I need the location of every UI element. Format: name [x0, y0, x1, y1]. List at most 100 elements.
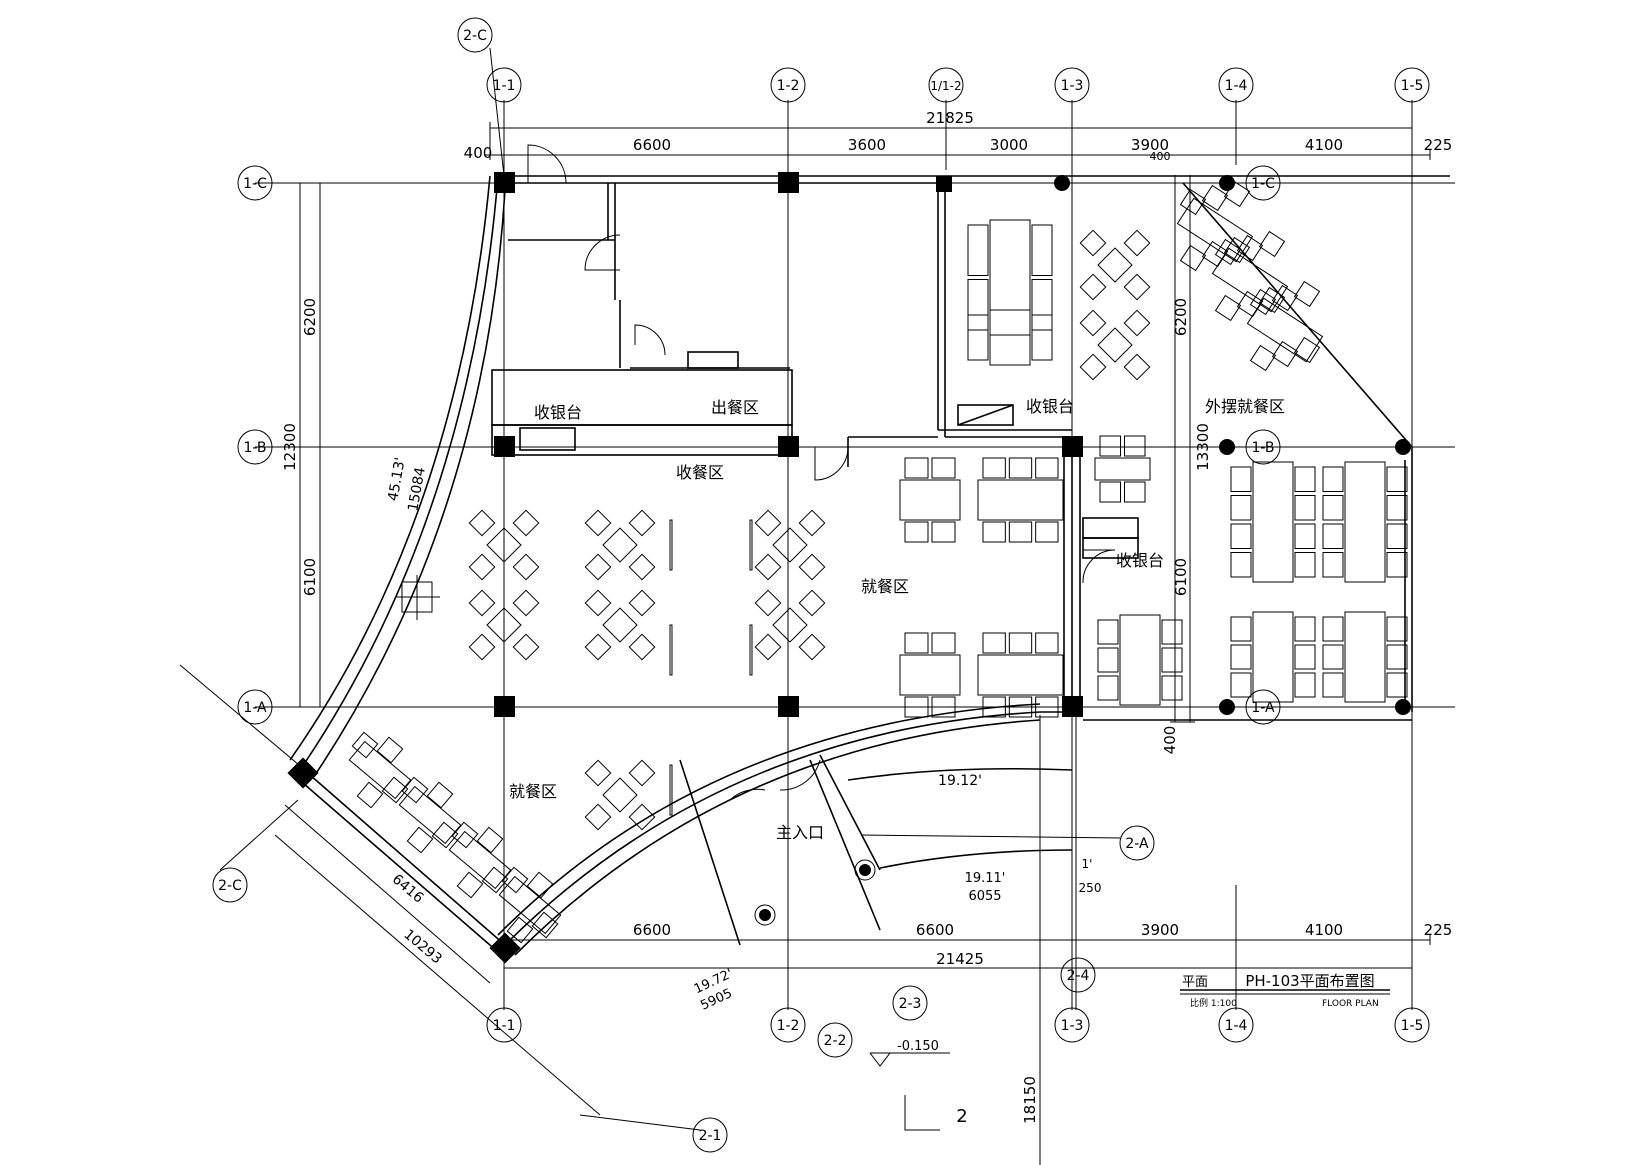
- grid-bottom-2-2: 2-2: [824, 1033, 847, 1049]
- dim-top-span-1: 6600: [633, 136, 671, 154]
- furniture-piece: [772, 607, 808, 643]
- room-cashier: 收银台: [534, 403, 582, 422]
- furniture-piece: [628, 633, 656, 661]
- room-collect: 收餐区: [676, 463, 724, 482]
- furniture-piece: [381, 776, 409, 804]
- furniture-piece: [669, 764, 673, 816]
- furniture-piece: [1035, 521, 1059, 543]
- furniture-piece: [426, 781, 454, 809]
- dim-height: 18150: [1021, 1076, 1039, 1124]
- furniture-piece: [669, 624, 673, 676]
- furniture-piece: [798, 589, 826, 617]
- furniture-piece: [904, 457, 929, 479]
- dim-arc-outer-angle: 45.13': [385, 456, 408, 502]
- furniture-piece: [1386, 523, 1408, 549]
- furniture-piece: [1249, 288, 1277, 316]
- furniture-piece: [584, 553, 612, 581]
- furniture-piece: [476, 826, 504, 854]
- furniture-piece: [982, 696, 1006, 718]
- furniture-piece: [512, 589, 540, 617]
- furniture-piece: [754, 509, 782, 537]
- furniture-piece: [628, 589, 656, 617]
- furniture-piece: [1161, 675, 1183, 701]
- dimension-lines: [219, 122, 1431, 1131]
- furniture-piece: [977, 654, 1064, 696]
- furniture-piece: [798, 633, 826, 661]
- room-dining-main: 就餐区: [861, 577, 909, 596]
- furniture-piece: [982, 521, 1006, 543]
- furniture-piece: [1035, 696, 1059, 718]
- furniture-piece: [1230, 466, 1252, 492]
- dim-diag-1: 6416: [389, 871, 427, 906]
- furniture-piece: [1008, 632, 1033, 654]
- furniture-piece: [1099, 481, 1121, 503]
- dim-top-total: 21825: [926, 109, 974, 127]
- furniture-piece: [1223, 180, 1251, 208]
- furniture-piece: [398, 785, 462, 845]
- furniture-piece: [1322, 495, 1344, 521]
- dim-top-right-offset: 225: [1424, 136, 1453, 154]
- grid-bottom-1-3: 1-3: [1061, 1018, 1084, 1034]
- furniture-piece: [431, 821, 459, 849]
- furniture-piece: [1035, 632, 1059, 654]
- grid-top-2c: 2-C: [463, 28, 487, 44]
- furniture-piece: [1161, 619, 1183, 645]
- furniture-piece: [1386, 466, 1408, 492]
- dim-arc-outer-len: 15084: [405, 466, 429, 513]
- walls: [289, 175, 1450, 956]
- furniture-piece: [1094, 457, 1151, 481]
- furniture-piece: [481, 866, 509, 894]
- furniture-piece: [1124, 481, 1146, 503]
- dim-arc-2-angle: 19.11': [965, 871, 1006, 886]
- furniture-piece: [1214, 238, 1242, 266]
- dim-top-small: 400: [1150, 150, 1171, 163]
- furniture-piece: [1079, 229, 1107, 257]
- furniture-piece: [584, 633, 612, 661]
- furniture-piece: [1322, 616, 1344, 642]
- furniture-piece: [584, 803, 612, 831]
- furniture-piece: [1258, 230, 1286, 258]
- section-marks: [395, 575, 950, 1131]
- furniture-piece: [1293, 280, 1321, 308]
- furniture-piece: [348, 740, 412, 800]
- dim-diag-2: 10293: [400, 926, 444, 967]
- furniture-piece: [1123, 229, 1151, 257]
- dim-bottom-span-4: 4100: [1305, 921, 1343, 939]
- dim-right-span-1: 6200: [1172, 298, 1190, 336]
- room-cashier-east: 收银台: [1026, 397, 1074, 416]
- furniture-piece: [468, 589, 496, 617]
- furniture-piece: [1097, 619, 1119, 645]
- furniture-piece: [931, 632, 956, 654]
- furniture-piece: [754, 589, 782, 617]
- dim-bottom-span-3: 3900: [1141, 921, 1179, 939]
- furniture-piece: [1008, 457, 1033, 479]
- furniture-piece: [1214, 294, 1242, 322]
- furniture-piece: [1386, 644, 1408, 670]
- grid-top-1-1-2: 1/1-2: [930, 79, 961, 93]
- furniture-piece: [989, 309, 1031, 366]
- grid-bottom-1-5: 1-5: [1401, 1018, 1424, 1034]
- furniture-piece: [1236, 234, 1264, 262]
- grid-top-1-3: 1-3: [1061, 78, 1084, 94]
- furniture-piece: [602, 607, 638, 643]
- dim-bottom-right-offset: 225: [1424, 921, 1453, 939]
- furniture-piece: [448, 830, 512, 890]
- dim-right-total: 13300: [1194, 423, 1212, 471]
- furniture-piece: [1322, 466, 1344, 492]
- furniture-piece: [406, 826, 434, 854]
- furniture-piece: [754, 553, 782, 581]
- grid-labels: 2-C 1-1 1-2 1/1-2 1-3 1-4 1-5 1-1 1-2 2-…: [218, 28, 1423, 1144]
- furniture-piece: [1201, 184, 1229, 212]
- furniture-piece: [1099, 435, 1121, 457]
- furniture-piece: [1294, 466, 1316, 492]
- dim-right-bottom-offset: 400: [1161, 726, 1179, 755]
- grid-bottom-1-2: 1-2: [777, 1018, 800, 1034]
- grid-bubbles: [212, 17, 1430, 1153]
- furniture-piece: [904, 632, 929, 654]
- furniture-piece: [931, 521, 956, 543]
- furniture-piece: [749, 519, 753, 571]
- furniture-piece: [376, 736, 404, 764]
- furniture-piece: [451, 821, 479, 849]
- furniture-piece: [501, 866, 529, 894]
- grid-bottom-1-4: 1-4: [1225, 1018, 1248, 1034]
